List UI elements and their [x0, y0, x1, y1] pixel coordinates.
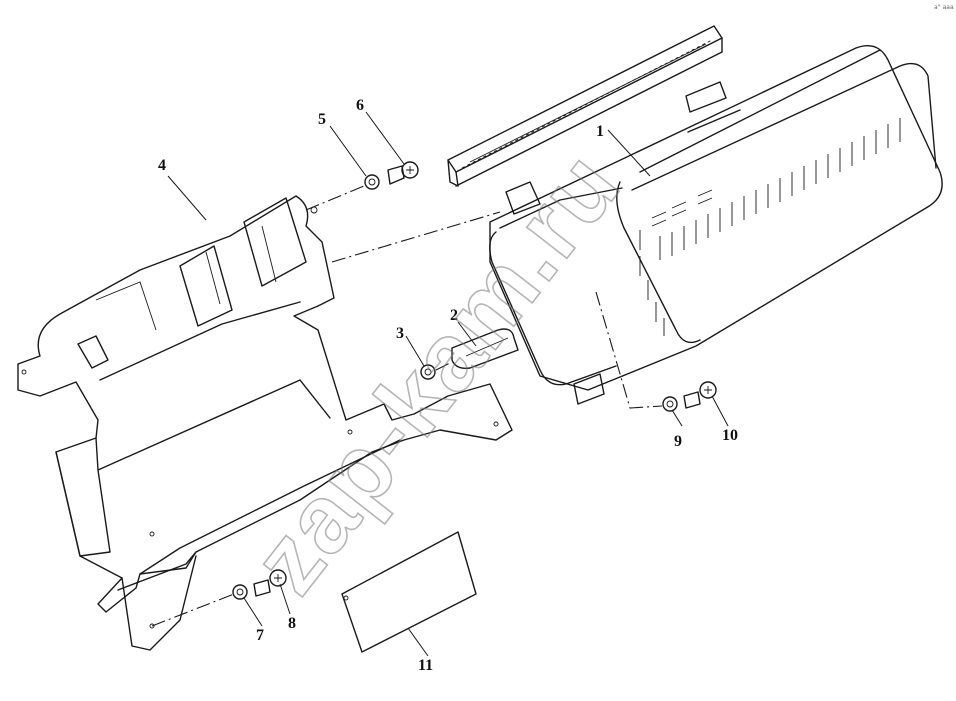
assembly-lines [151, 185, 663, 627]
washer-7 [232, 584, 248, 600]
callout-3: 3 [396, 325, 404, 342]
washer-9 [662, 396, 678, 412]
top-vent-strip [447, 25, 723, 187]
corner-mark: a° aaa [934, 4, 954, 11]
callout-2: 2 [450, 307, 458, 324]
callout-4: 4 [158, 157, 166, 174]
callout-11: 11 [418, 657, 433, 674]
callout-9: 9 [674, 433, 682, 450]
callout-8: 8 [288, 615, 296, 632]
mounting-bracket [17, 195, 513, 651]
leader-lines [167, 111, 729, 657]
callout-1: 1 [596, 123, 604, 140]
screw-6 [387, 161, 419, 185]
screw-8 [253, 569, 287, 597]
callout-7: 7 [256, 627, 264, 644]
callout-10: 10 [722, 427, 738, 444]
callout-5: 5 [318, 111, 326, 128]
nut-3 [420, 364, 436, 380]
washer-5 [364, 174, 380, 190]
callout-6: 6 [356, 97, 364, 114]
instrument-cluster [489, 45, 943, 405]
clip [451, 328, 519, 370]
label-plate [341, 531, 477, 653]
screw-10 [683, 381, 717, 409]
watermark: zap-kam.ru [232, 132, 641, 613]
callout-labels: 1 2 3 4 5 6 9 10 7 8 11 [158, 97, 738, 674]
